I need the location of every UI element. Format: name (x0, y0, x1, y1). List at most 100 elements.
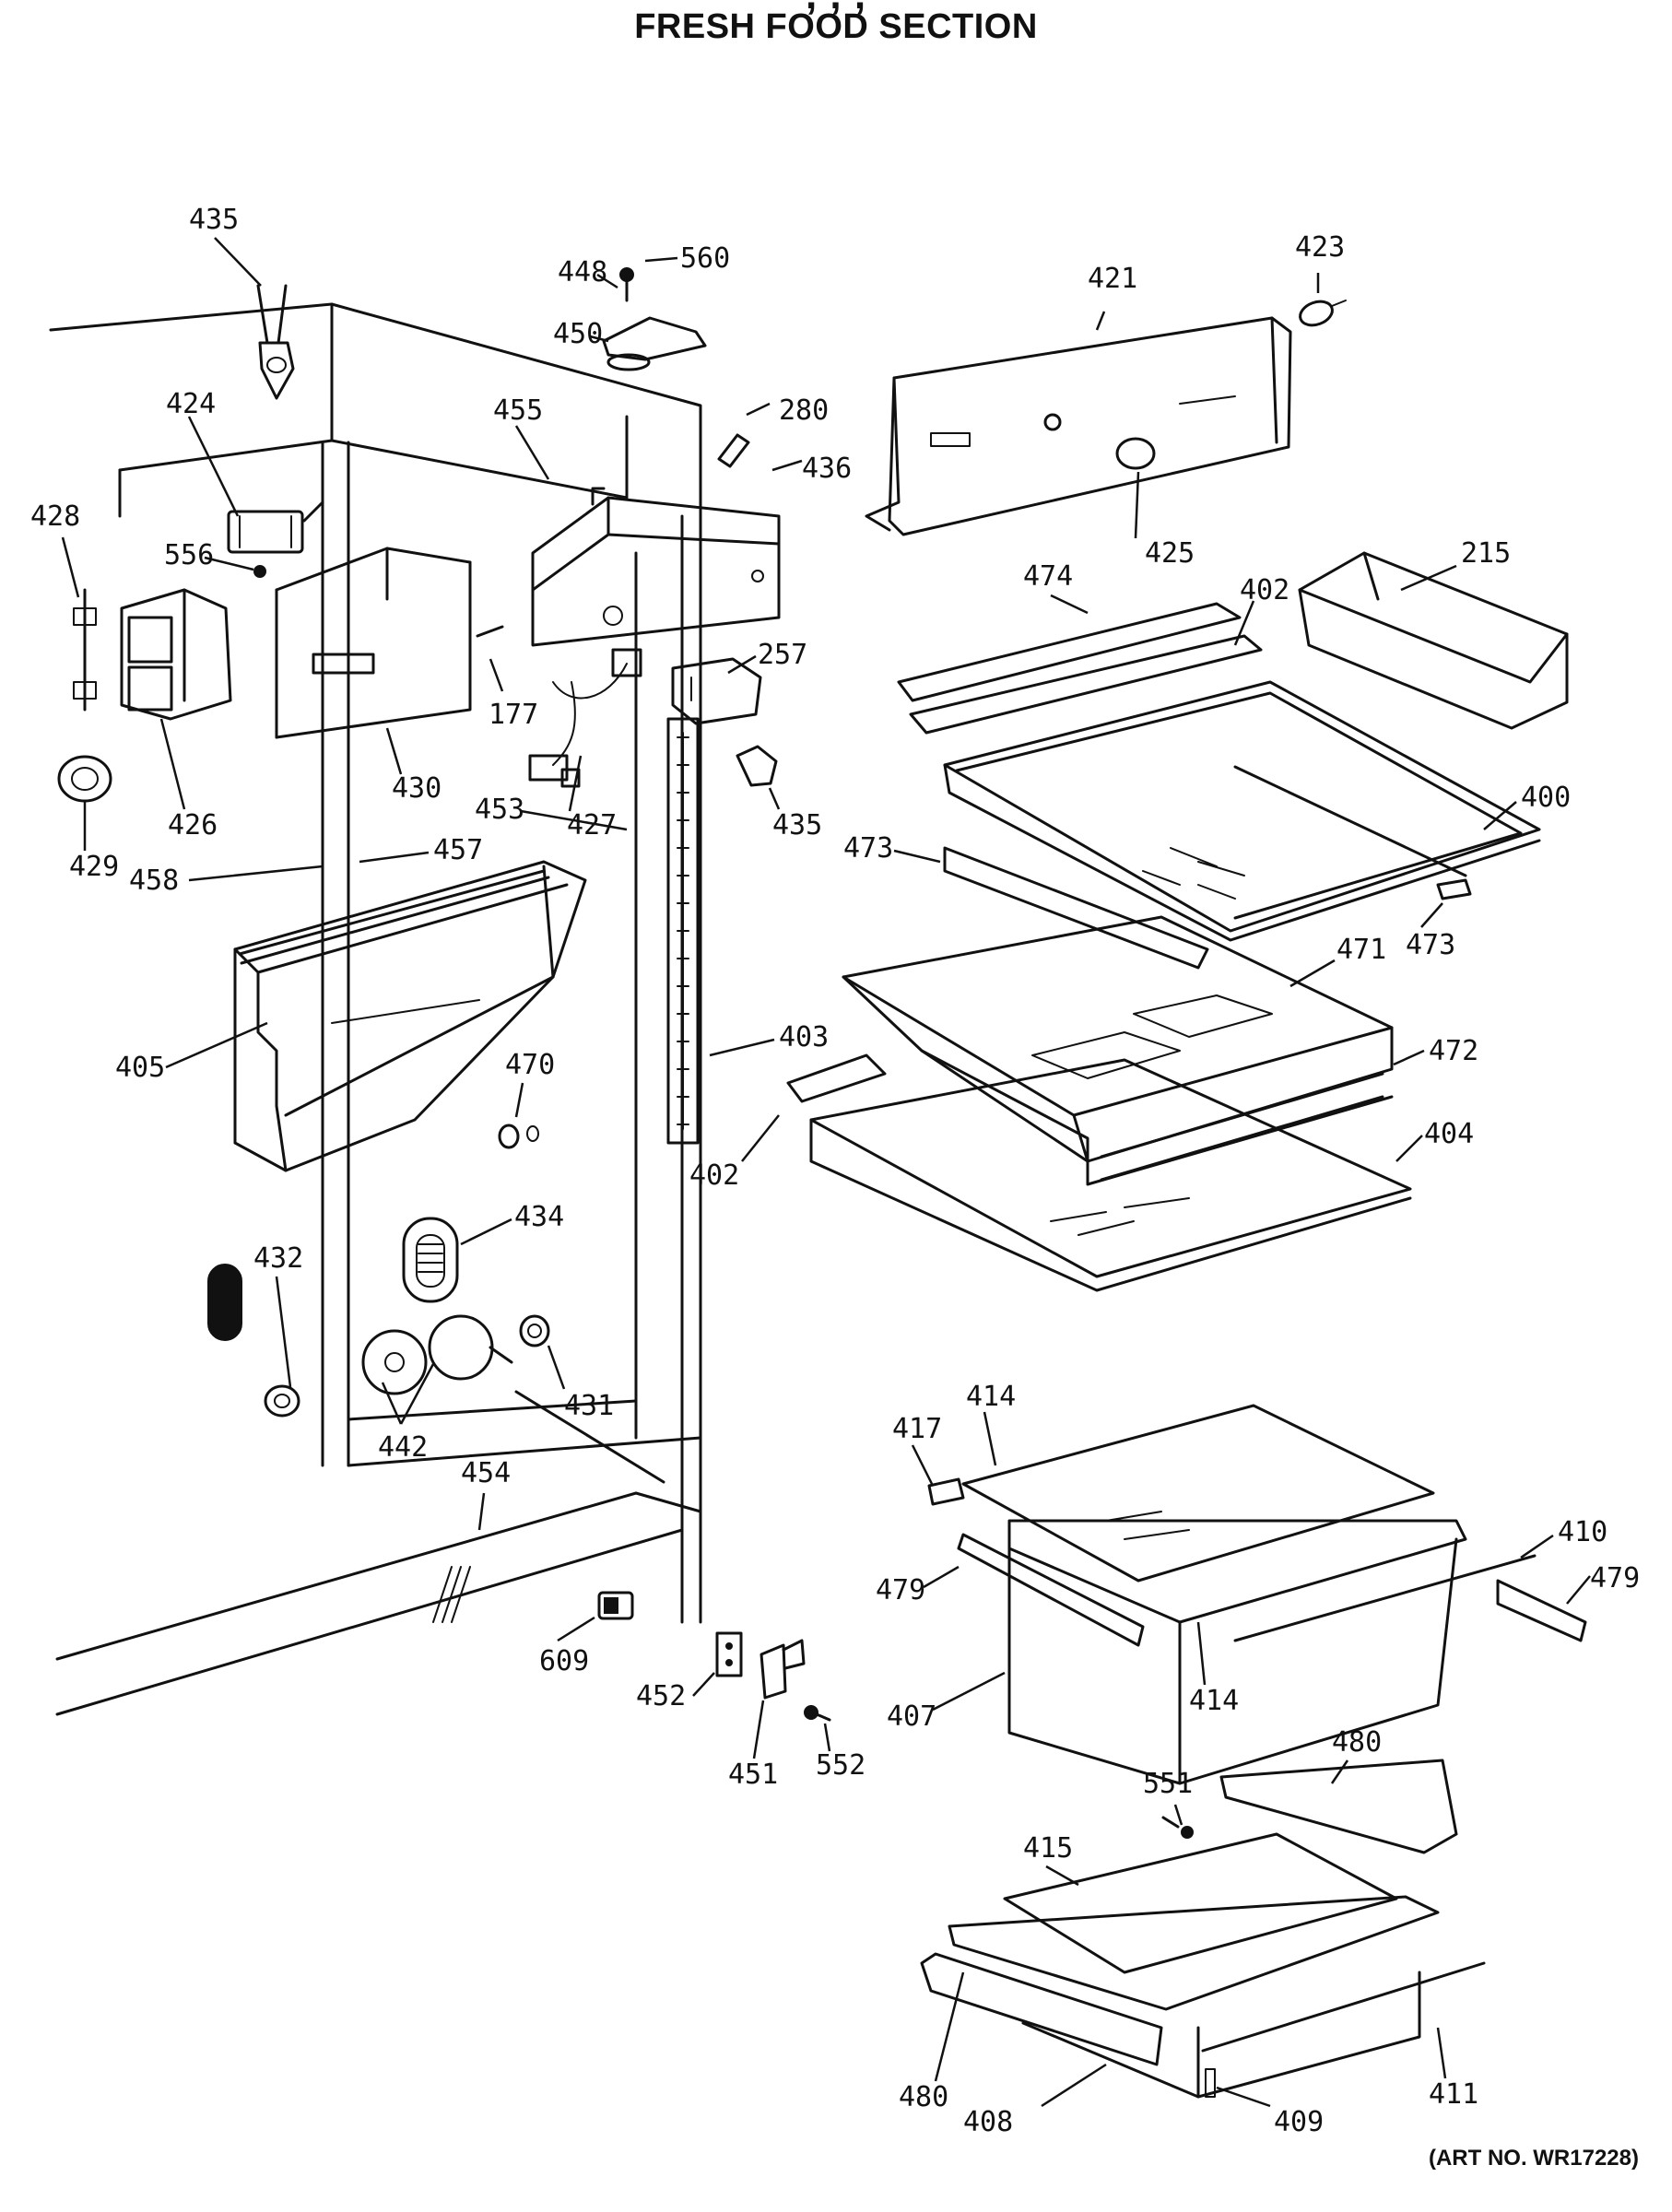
callout-403: 403 (779, 1021, 829, 1053)
light-socket-part (256, 284, 295, 400)
callout-leaders (61, 237, 1591, 2108)
callout-427: 427 (567, 809, 617, 841)
callout-402-top: 402 (1240, 574, 1289, 606)
callout-479-left: 479 (876, 1574, 925, 1606)
callout-473-right: 473 (1406, 929, 1455, 961)
plate-452 (715, 1631, 743, 1677)
vent-grille-part (402, 1217, 459, 1303)
callout-432: 432 (253, 1242, 303, 1275)
control-housing-part (275, 547, 472, 739)
callout-470: 470 (505, 1049, 555, 1081)
lower-shelf-part (786, 1053, 1412, 1292)
screw-551 (1161, 1816, 1194, 1839)
callout-480-right: 480 (1332, 1726, 1382, 1759)
callout-451: 451 (728, 1759, 778, 1791)
callout-452: 452 (636, 1680, 686, 1712)
crisper-drawer-part (842, 915, 1394, 1186)
callout-424: 424 (166, 388, 216, 420)
grommet-432 (264, 1384, 300, 1418)
callout-409: 409 (1274, 2106, 1324, 2138)
callout-431: 431 (564, 1390, 614, 1422)
callout-414-top: 414 (966, 1381, 1016, 1413)
callout-473-left: 473 (843, 832, 893, 865)
callout-177: 177 (489, 699, 538, 731)
wire-harness-part (528, 648, 642, 788)
callout-434: 434 (514, 1201, 564, 1233)
callout-479-right: 479 (1590, 1562, 1640, 1594)
switch-609 (597, 1591, 634, 1620)
callout-556: 556 (164, 539, 214, 571)
callout-411: 411 (1429, 2078, 1478, 2111)
art-number: (ART NO. WR17228) (1428, 2146, 1639, 2171)
callout-471: 471 (1336, 934, 1386, 966)
air-duct-part (120, 588, 232, 721)
callout-429: 429 (69, 851, 119, 883)
upper-shelf-part (897, 602, 1541, 970)
callout-280: 280 (779, 394, 829, 427)
callout-labels: 435 448 560 450 280 421 423 424 455 436 … (30, 204, 1640, 2138)
callout-448: 448 (558, 256, 607, 288)
control-panel-cover-part (865, 316, 1292, 536)
callout-430: 430 (392, 772, 442, 805)
callout-215: 215 (1461, 537, 1511, 570)
callout-414-bottom: 414 (1189, 1685, 1239, 1717)
callout-474: 474 (1023, 560, 1073, 593)
control-knob-part (57, 755, 112, 803)
callout-408: 408 (963, 2106, 1013, 2138)
callout-257: 257 (758, 639, 807, 671)
damper-control-part (361, 1314, 513, 1395)
callout-428: 428 (30, 500, 80, 533)
callout-454: 454 (461, 1457, 511, 1489)
light-switch-part (736, 745, 778, 787)
callout-442: 442 (378, 1431, 428, 1464)
callout-436: 436 (802, 453, 852, 485)
callout-609: 609 (539, 1645, 589, 1677)
hinge-451 (759, 1639, 806, 1700)
callout-472: 472 (1429, 1035, 1478, 1067)
callout-457: 457 (433, 834, 483, 866)
dairy-compartment-part (233, 860, 587, 1172)
page-title: FRESH FOOD SECTION (634, 7, 1038, 46)
callout-404: 404 (1424, 1118, 1474, 1150)
callout-425: 425 (1145, 537, 1195, 570)
thermostat-part (227, 500, 324, 554)
cabinet-liner (49, 302, 702, 1716)
callout-455: 455 (493, 394, 543, 427)
drain-slot-432 (207, 1264, 242, 1341)
fan-shroud-part (531, 487, 781, 647)
callout-415: 415 (1023, 1832, 1073, 1865)
callout-407: 407 (887, 1700, 936, 1733)
shelf-ladder-part (666, 717, 700, 1145)
crisper-divider-part (1298, 551, 1569, 730)
callout-458: 458 (129, 865, 179, 897)
screw-556 (253, 565, 266, 578)
hinge-bracket-part (602, 267, 707, 371)
callout-450: 450 (553, 318, 603, 350)
screw-177 (476, 625, 504, 638)
page-title-partial: , , , (0, 0, 1672, 18)
callout-423: 423 (1295, 231, 1345, 264)
callout-435-mid: 435 (772, 809, 822, 841)
callout-426: 426 (168, 809, 218, 841)
vegetable-drawer-part (920, 1759, 1486, 2099)
callout-552: 552 (816, 1749, 865, 1782)
callout-453: 453 (475, 794, 524, 826)
callout-560: 560 (680, 242, 730, 275)
callout-421: 421 (1088, 263, 1137, 295)
callout-400: 400 (1521, 782, 1571, 814)
callout-551: 551 (1143, 1768, 1193, 1800)
damper-rod-part (73, 588, 97, 712)
meat-pan-part (927, 1404, 1587, 1785)
defrost-timer-part (671, 657, 762, 725)
plug-470 (498, 1124, 539, 1149)
callout-405: 405 (115, 1052, 165, 1084)
knob-431 (519, 1314, 550, 1347)
callout-417: 417 (892, 1413, 942, 1445)
pin-280 (717, 433, 750, 468)
callout-410: 410 (1558, 1516, 1607, 1548)
light-bulb-part (1299, 300, 1347, 327)
callout-480-left: 480 (899, 2081, 948, 2113)
callout-402-bottom: 402 (689, 1159, 739, 1192)
callout-435-top: 435 (189, 204, 239, 236)
